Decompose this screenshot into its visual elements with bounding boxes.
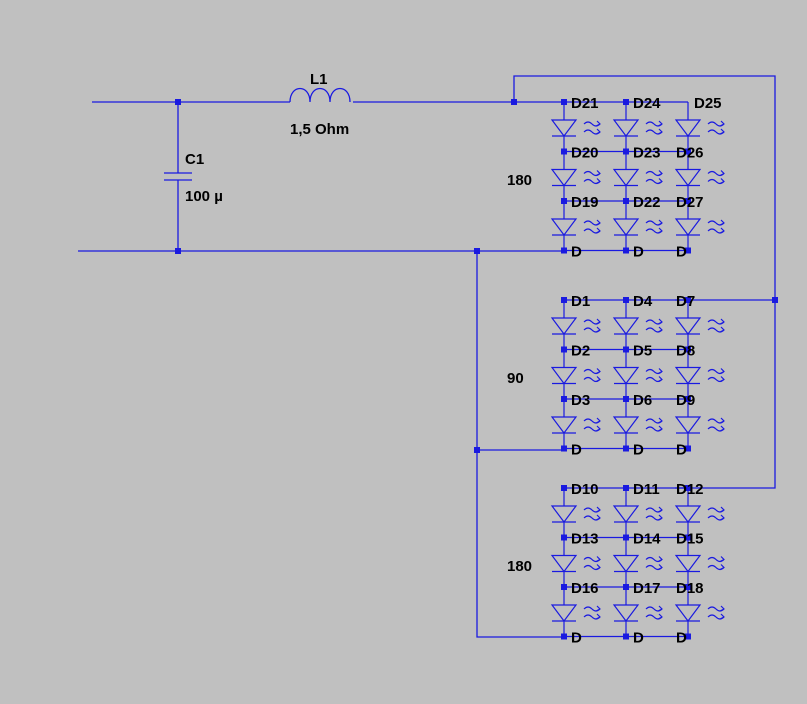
junction-dot <box>623 99 629 105</box>
diode-ref-label: D13 <box>571 531 599 548</box>
diode-ref-label: D <box>571 442 582 459</box>
diode-ref-label: D6 <box>633 392 652 409</box>
junction-dot <box>623 584 629 590</box>
bank-count-label: 180 <box>507 172 532 189</box>
diode-ref-label: D <box>633 442 644 459</box>
junction-dot <box>623 346 629 353</box>
diode-ref-label: D4 <box>633 293 653 310</box>
junction-dot <box>685 297 691 303</box>
diode-ref-label: D22 <box>633 194 661 211</box>
diode-ref-label: D21 <box>571 95 599 112</box>
diode-ref-label: D18 <box>676 580 704 597</box>
junction-dot <box>623 534 629 541</box>
junction-dot <box>623 297 629 303</box>
junction-dot <box>561 534 567 541</box>
junction-dot <box>685 534 691 541</box>
junction-dot <box>561 297 567 303</box>
feed-riser <box>513 75 776 489</box>
junction-feed <box>511 99 517 105</box>
junction-return-top <box>474 248 480 254</box>
diode-ref-label: D26 <box>676 145 704 162</box>
junction-dot <box>685 198 691 204</box>
capacitor-value-label: 100 µ <box>185 188 223 205</box>
junction-dot <box>685 148 691 155</box>
junction-dot <box>561 445 567 452</box>
diode-ref-label: D27 <box>676 194 704 211</box>
diode-ref-label: D <box>633 630 644 647</box>
junction-dot <box>561 346 567 353</box>
junction-dot <box>623 445 629 452</box>
diode-ref-label: D19 <box>571 194 599 211</box>
capacitor-ref-label: C1 <box>185 151 204 168</box>
diode-ref-label: D14 <box>633 531 661 548</box>
junction-dot <box>685 445 691 452</box>
diode-ref-label: D <box>633 244 644 261</box>
bank-count-label: 180 <box>507 558 532 575</box>
junction-dot <box>561 198 567 204</box>
diode-ref-label: D20 <box>571 145 599 162</box>
led-diode <box>612 151 663 201</box>
diode-ref-label: D7 <box>676 293 695 310</box>
junction-dot <box>685 584 691 590</box>
bank-count-label: 90 <box>507 370 524 387</box>
diode-ref-label: D1 <box>571 293 590 310</box>
junction-dot <box>685 396 691 402</box>
junction-dot <box>561 396 567 402</box>
junction-feed-mid <box>772 297 778 303</box>
diode-ref-label: D3 <box>571 392 590 409</box>
diode-ref-label: D <box>571 244 582 261</box>
inductor-value-label: 1,5 Ohm <box>290 121 349 138</box>
junction-dot <box>561 485 567 491</box>
inductor-coil <box>289 87 351 103</box>
led-diode <box>674 151 725 201</box>
diode-ref-label: D8 <box>676 343 695 360</box>
diode-ref-label: D <box>676 442 687 459</box>
diode-ref-label: D15 <box>676 531 704 548</box>
led-diode <box>550 151 601 201</box>
junction-dot <box>685 633 691 640</box>
diode-ref-label: D12 <box>676 481 704 498</box>
inductor-ref-label: L1 <box>310 71 328 88</box>
led-diode <box>674 102 725 152</box>
junction-dot <box>623 198 629 204</box>
junction-return-mid <box>474 447 480 453</box>
junction-cap-top <box>175 99 181 105</box>
diode-ref-label: D23 <box>633 145 661 162</box>
wires <box>78 75 778 638</box>
junction-dot <box>685 485 691 491</box>
diode-ref-label: D5 <box>633 343 652 360</box>
junction-dot <box>623 148 629 155</box>
diode-ref-label: D10 <box>571 481 599 498</box>
junction-dot <box>623 485 629 491</box>
diode-ref-label: D24 <box>633 95 661 112</box>
junction-cap-bottom <box>175 248 181 254</box>
junction-dot <box>561 99 567 105</box>
junction-dot <box>561 633 567 640</box>
diode-ref-label: D11 <box>633 481 660 498</box>
junction-dot <box>623 396 629 402</box>
diode-ref-label: D17 <box>633 580 661 597</box>
junction-dot <box>685 346 691 353</box>
return-wire <box>476 251 564 638</box>
junction-dot <box>561 148 567 155</box>
junction-dot <box>685 247 691 254</box>
diode-ref-label: D <box>676 630 687 647</box>
diode-ref-label: D16 <box>571 580 599 597</box>
junction-dot <box>561 247 567 254</box>
junction-dot <box>561 584 567 590</box>
diode-ref-label: D2 <box>571 343 590 360</box>
diode-ref-label: D <box>676 244 687 261</box>
diode-ref-label: D9 <box>676 392 695 409</box>
junction-dot <box>623 633 629 640</box>
diode-ref-label: D <box>571 630 582 647</box>
junction-dot <box>623 247 629 254</box>
diode-ref-label: D25 <box>694 95 722 112</box>
